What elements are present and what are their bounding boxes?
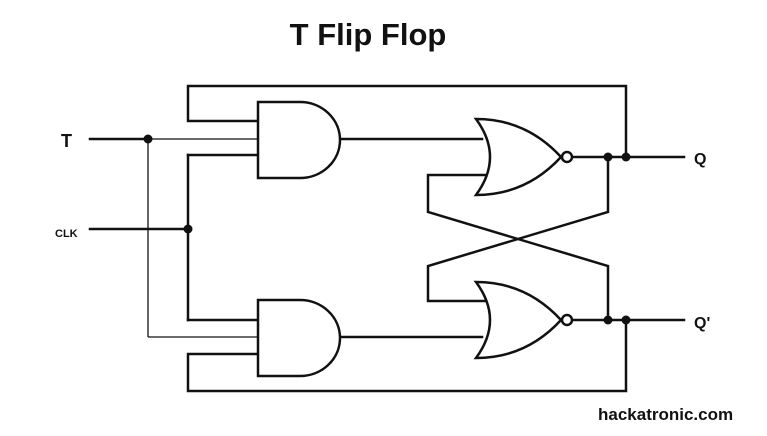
q-bar-output-label: Q' [694,315,710,332]
nor-gate-bottom-bubble [560,313,574,327]
clk-input-wires [88,153,260,322]
feedback-wires [186,84,628,393]
clk-junction-dot [183,224,193,234]
nor-gate-bottom [473,280,563,360]
t-input-label: T [61,131,72,151]
nor-gate-top [473,117,563,197]
q-output-label: Q [694,151,706,168]
nor-gate-top-bubble [560,150,574,164]
and-gate-bottom [256,298,342,378]
cross-coupling-wires [426,155,610,322]
diagram-title: T Flip Flop [290,17,447,52]
q-bar-junction-dot-2 [621,315,631,325]
t-input-wires [88,134,258,338]
and-gate-top [256,100,342,180]
watermark: hackatronic.com [598,405,733,424]
q-junction-dot-1 [603,152,613,162]
clk-input-label: CLK [55,228,78,240]
q-bar-junction-dot-1 [603,315,613,325]
t-junction-dot [143,134,153,144]
q-junction-dot-2 [621,152,631,162]
